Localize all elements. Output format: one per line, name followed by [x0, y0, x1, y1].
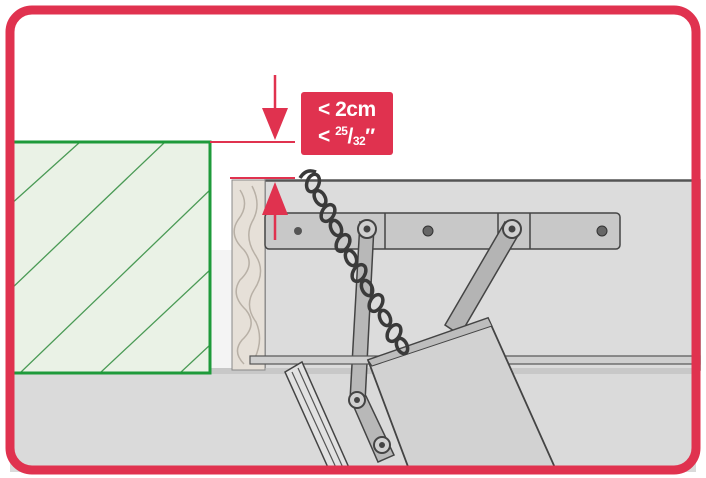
diagram-frame	[5, 5, 701, 475]
arrow-up-icon	[262, 182, 288, 240]
bolt-icon	[294, 227, 302, 235]
imperial-dimension: < 25/32″	[318, 124, 375, 148]
gap-dimension-label: < 2cm < 25/32″	[301, 92, 393, 155]
metric-dimension: < 2cm	[318, 98, 376, 121]
mounting-rail	[264, 212, 621, 250]
bolt-icon	[422, 225, 434, 237]
chain	[304, 172, 410, 356]
arrow-down-icon	[262, 75, 288, 140]
hatched-wall-block	[10, 140, 212, 375]
bolt-icon	[596, 225, 608, 237]
